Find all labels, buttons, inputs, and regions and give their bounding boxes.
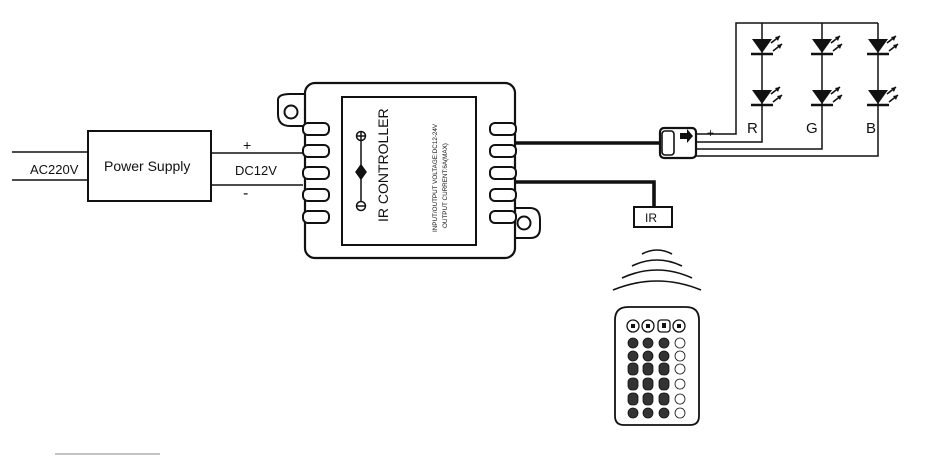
ir-receiver-label: IR — [645, 211, 657, 225]
controller-spec-line1: INPUT/OUTPUT VOLTAGE:DC12-24V — [432, 123, 439, 232]
led-strip-wiring — [696, 22, 879, 157]
channel-label-b: B — [866, 120, 876, 137]
dc12v-label: DC12V — [235, 163, 277, 178]
remote-control — [614, 306, 700, 426]
led-array — [749, 34, 900, 107]
channel-label-r: R — [747, 120, 758, 137]
polarity-symbol — [355, 130, 367, 212]
ir-controller: IR CONTROLLER INPUT/OUTPUT VOLTAGE:DC12-… — [277, 81, 541, 260]
led-g-bottom — [809, 85, 844, 107]
led-g-top — [809, 34, 844, 56]
led-r-top — [749, 34, 784, 56]
controller-spec-line2: OUTPUT CURRENT:6A(MAX) — [442, 143, 449, 228]
mounting-ear-top-left — [277, 93, 313, 127]
ac220v-label: AC220V — [30, 162, 79, 177]
led-b-bottom — [865, 85, 900, 107]
terminal-slots-right — [489, 122, 517, 224]
dc-minus-sign: - — [243, 185, 248, 202]
terminal-slots-left — [302, 122, 330, 224]
ir-receiver: IR — [633, 206, 673, 228]
remote-button-grid — [627, 337, 686, 419]
power-supply: Power Supply — [87, 130, 212, 202]
channel-label-g: G — [806, 120, 818, 137]
ir-receiver-cable — [516, 180, 656, 207]
led-connector-plus: + — [707, 126, 714, 140]
led-b-top — [865, 34, 900, 56]
ir-controller-title: IR CONTROLLER — [375, 108, 391, 222]
led-r-bottom — [749, 85, 784, 107]
led-connector — [658, 126, 698, 160]
dc-output-wires — [211, 152, 303, 186]
ac-input-wires — [12, 151, 88, 181]
ir-signal-waves — [612, 249, 702, 291]
mounting-ear-bottom-right — [511, 207, 541, 239]
power-supply-label: Power Supply — [104, 158, 190, 174]
dc-plus-sign: + — [243, 137, 251, 153]
